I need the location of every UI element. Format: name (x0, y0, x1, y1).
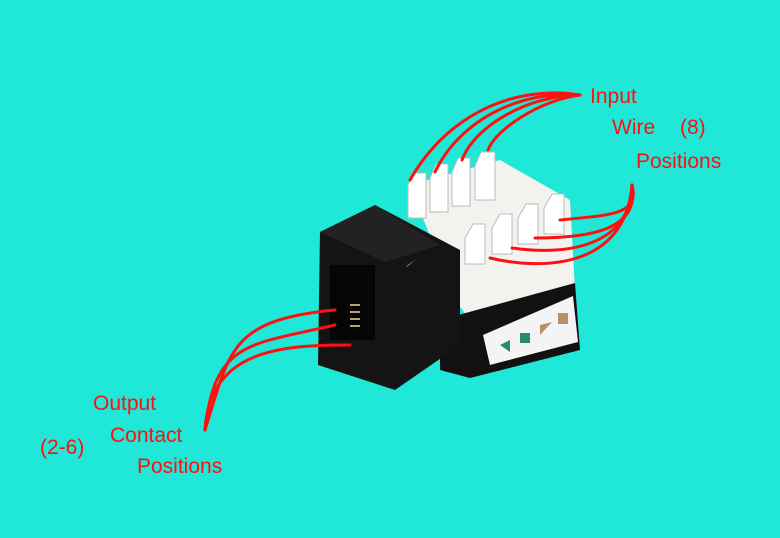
keystone-jack (318, 151, 580, 390)
input-label-line3: Positions (636, 150, 722, 173)
output-label-range: (2-6) (40, 436, 85, 459)
output-label-line2: Contact (110, 424, 183, 447)
output-label-line1: Output (93, 392, 157, 415)
input-label-line2: Wire (612, 116, 656, 139)
output-label-line3: Positions (137, 455, 223, 478)
annotation-arrows (203, 91, 635, 432)
input-label-line1: Input (590, 85, 637, 108)
input-label-count: (8) (680, 116, 706, 139)
